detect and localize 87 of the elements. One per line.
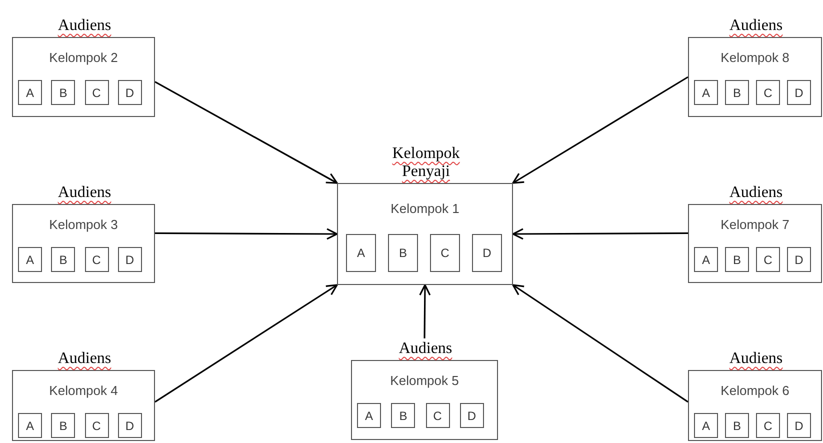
member-letter: B [59,252,68,266]
member-box [725,247,749,272]
member-box [725,80,749,105]
group-name: Kelompok 4 [48,383,119,398]
member-letter: C [92,86,101,100]
member-letter: C [764,86,772,100]
member-letter: D [794,252,804,266]
audience-heading: Audiens [56,17,112,35]
member-box [756,247,780,272]
member-letter: A [702,418,710,432]
group-name: Kelompok 7 [720,217,790,232]
member-letter: A [356,246,365,260]
member-box [18,247,42,272]
group-name: Kelompok 5 [389,373,460,388]
member-letter: D [482,246,492,260]
audience-heading: Audiens [728,184,784,202]
member-letter: B [398,246,407,260]
member-letter: A [26,86,34,100]
member-letter: A [702,252,710,266]
member-letter: B [59,86,68,100]
member-box [460,403,484,428]
group-name: Kelompok 8 [720,50,790,65]
member-box [51,413,76,438]
audience-heading: Audiens [56,350,112,368]
member-letter: A [702,86,710,100]
group-name: Kelompok 3 [48,217,119,232]
member-letter: D [125,252,134,266]
member-box [391,403,416,428]
arrow [512,228,688,240]
member-box [357,403,381,428]
member-letter: A [26,252,34,266]
member-box [18,80,42,105]
presenter-heading: Kelompok Penyaji [391,145,461,181]
member-box [388,234,418,272]
audience-heading: Audiens [728,350,784,368]
member-letter: A [26,418,34,432]
member-letter: B [732,86,741,100]
member-letter: C [433,408,442,422]
member-letter: A [364,408,373,422]
member-letter: C [92,418,101,432]
audience-heading: Audiens [398,340,454,358]
arrow [155,228,338,240]
member-letter: B [732,252,741,266]
member-letter: C [764,252,772,266]
member-box [787,247,811,272]
audience-heading: Audiens [56,184,112,202]
member-box [756,413,780,438]
member-box [787,413,811,438]
member-letter: D [125,86,134,100]
member-box [430,234,460,272]
member-box [84,80,108,105]
arrow [154,284,338,403]
member-letter: D [794,418,804,432]
member-box [51,247,76,272]
member-box [118,80,142,105]
member-box [694,247,718,272]
group-name: Kelompok 2 [48,50,119,65]
member-box [472,234,502,272]
audience-heading: Audiens [728,17,784,35]
member-letter: B [732,418,741,432]
member-box [426,403,450,428]
member-letter: B [59,418,68,432]
arrow [512,284,688,403]
member-box [787,80,811,105]
member-letter: C [92,252,101,266]
member-box [84,413,108,438]
member-letter: B [399,408,408,422]
member-box [756,80,780,105]
member-box [18,413,42,438]
arrow [419,284,431,338]
member-box [346,234,376,272]
member-letter: C [764,418,772,432]
member-box [694,80,718,105]
group-name: Kelompok 1 [390,201,460,216]
member-box [118,413,142,438]
member-box [51,80,76,105]
member-box [84,247,108,272]
member-letter: D [794,86,804,100]
member-box [694,413,718,438]
group-name: Kelompok 6 [720,383,790,398]
member-box [725,413,749,438]
member-letter: D [125,418,134,432]
arrow [512,76,688,184]
member-box [118,247,142,272]
arrow [154,81,338,184]
member-letter: C [440,246,450,260]
member-letter: D [467,408,476,422]
